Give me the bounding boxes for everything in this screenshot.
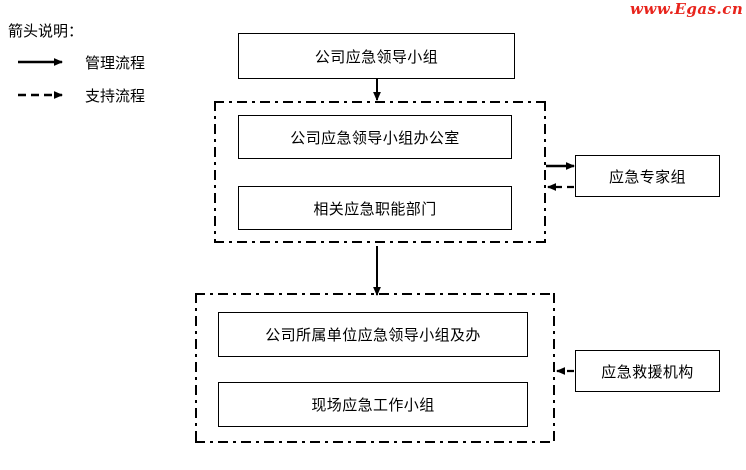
node-subordinate-units-leadership-group[interactable]: 公司所属单位应急领导小组及办 — [218, 312, 528, 357]
legend-label-management-flow: 管理流程 — [85, 54, 146, 72]
node-related-emergency-departments[interactable]: 相关应急职能部门 — [238, 186, 512, 230]
legend-label-support-flow: 支持流程 — [85, 87, 146, 105]
node-company-emergency-leadership-group[interactable]: 公司应急领导小组 — [238, 33, 515, 79]
node-emergency-expert-group[interactable]: 应急专家组 — [575, 155, 720, 197]
node-onsite-emergency-work-group[interactable]: 现场应急工作小组 — [218, 382, 528, 427]
node-emergency-rescue-organization[interactable]: 应急救援机构 — [575, 350, 720, 392]
watermark-text: www.Egas.cn — [630, 0, 744, 18]
legend-title: 箭头说明： — [8, 22, 84, 40]
node-emergency-leadership-office[interactable]: 公司应急领导小组办公室 — [238, 115, 512, 159]
